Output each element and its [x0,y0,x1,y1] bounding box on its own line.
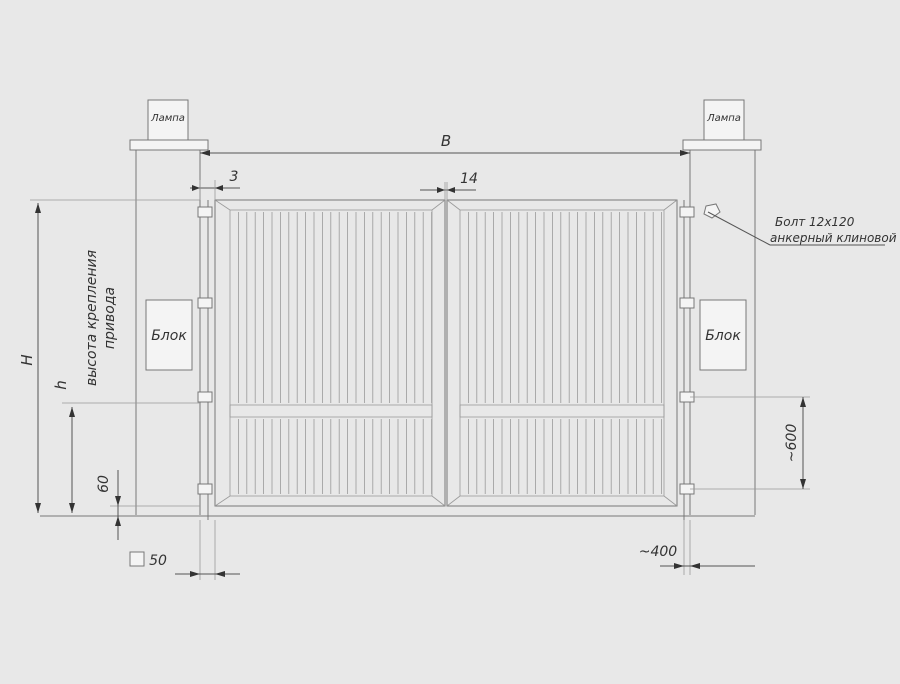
hinges-right [679,206,695,495]
dim-50: 50 [129,520,240,580]
lamp-left: Лампа [147,99,189,141]
lamp-right-label: Лампа [706,113,741,124]
dim-60: 60 [96,470,200,540]
dim-width-b: B [200,132,690,156]
slats-left [237,212,433,494]
block-left-label: Блок [151,328,187,344]
lamp-right: Лампа [703,99,745,141]
hinges-left [197,206,213,495]
dim-width-b-label: B [441,132,451,150]
dim-600: ~600 [690,396,810,490]
dim-gap-3-label: 3 [230,169,239,185]
dim-50-label: 50 [149,553,167,569]
mount-height-line1: высота крепления [84,250,100,386]
block-right: Блок [699,299,747,371]
block-right-label: Блок [705,328,741,344]
dim-height-h-mount-label: h [52,380,70,390]
dim-400: ~400 [639,520,755,575]
dim-gap-3: 3 [190,169,240,200]
mount-height-line2: привода [102,287,118,349]
bolt-label-line1: Болт 12х120 [775,215,855,229]
slats-right [467,212,662,494]
dim-600-label: ~600 [784,424,800,463]
block-left: Блок [145,299,193,371]
gate-leaf-right [446,199,678,507]
dim-60-label: 60 [96,475,112,493]
gate-leaf-left [214,199,446,507]
bolt-callout: Болт 12х120 анкерный клиновой [703,203,897,246]
dim-height-h-mount: h высота крепления привода [52,250,200,513]
dim-height-h-total: H [18,199,200,513]
lamp-left-label: Лампа [150,113,185,124]
dim-height-h-total-label: H [18,354,36,365]
bolt-label-line2: анкерный клиновой [770,231,897,245]
bolt-icon [703,203,721,219]
dim-400-label: ~400 [639,544,678,560]
dim-gap-14: 14 [420,171,478,200]
dim-gap-14-label: 14 [460,171,478,187]
